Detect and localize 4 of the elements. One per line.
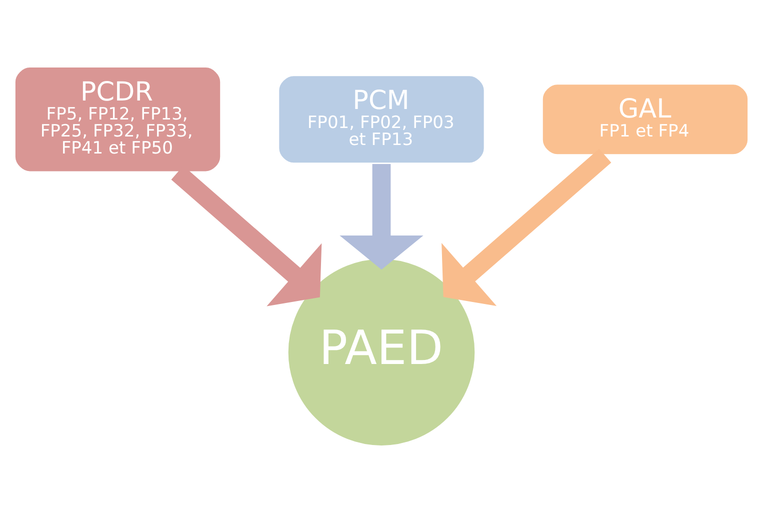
node-box: GAL FP1 et FP4 — [540, 82, 750, 157]
arrow — [340, 164, 424, 270]
node-box: PCDR FP5, FP12, FP13, FP25, FP32, FP33, FP41 et FP50 — [12, 64, 223, 174]
node-box: PCM FP01, FP02, FP03 et FP13 — [276, 73, 486, 166]
